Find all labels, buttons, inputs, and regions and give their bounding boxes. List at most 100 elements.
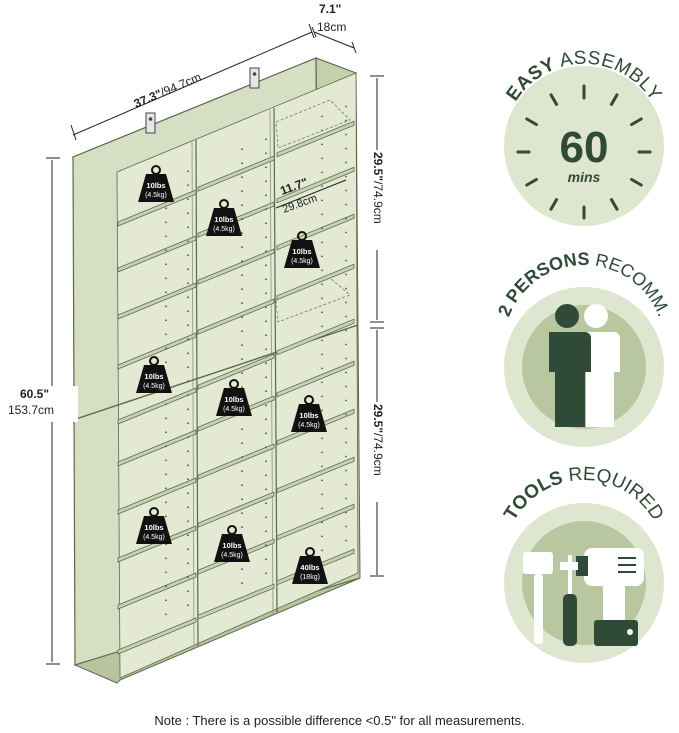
weight-icon: 10lbs(4.5kg): [214, 525, 250, 562]
depth-dimension: 7.1" 18cm: [311, 2, 357, 54]
weight-kg: (4.5kg): [145, 192, 167, 199]
shelf-board: [276, 318, 355, 356]
shelf-board: [276, 503, 355, 541]
clock-tick: [525, 178, 538, 187]
divider-right: [273, 107, 278, 613]
peg-hole: [265, 264, 267, 267]
clock-tick: [549, 93, 558, 106]
weight-body: [138, 174, 174, 202]
peg-hole: [321, 549, 323, 552]
peg-hole: [265, 376, 267, 379]
weight-kg: (4.5kg): [213, 226, 235, 233]
peg-hole: [321, 171, 323, 174]
weight-icon: 40lbs(18kg): [292, 547, 328, 584]
shelf-board: [197, 298, 275, 335]
clock-tick: [549, 198, 558, 211]
peg-hole: [265, 558, 267, 561]
peg-hole: [165, 263, 167, 266]
peg-hole: [187, 338, 189, 341]
weight-icon: 10lbs(4.5kg): [138, 165, 174, 202]
peg-hole: [165, 249, 167, 252]
peg-hole: [345, 483, 347, 486]
peg-hole: [187, 394, 189, 397]
peg-hole: [165, 221, 167, 224]
peg-hole: [241, 148, 243, 151]
peg-hole: [345, 343, 347, 346]
peg-hole: [321, 311, 323, 314]
shelves: [117, 120, 355, 655]
peg-hole: [321, 493, 323, 496]
peg-hole: [345, 259, 347, 262]
peg-hole: [265, 418, 267, 421]
peg-hole: [165, 487, 167, 490]
shelf-board: [276, 166, 355, 204]
tools-badge: TOOLS REQUIRED: [500, 464, 668, 663]
weight-kg: (18kg): [300, 574, 320, 581]
peg-hole: [165, 333, 167, 336]
peg-hole: [265, 250, 267, 253]
peg-hole: [345, 217, 347, 220]
shelf-board: [117, 477, 197, 515]
weight-body: [214, 534, 250, 562]
divider-left: [195, 139, 199, 647]
peg-hole: [265, 306, 267, 309]
peg-hole: [265, 488, 267, 491]
peg-hole: [321, 325, 323, 328]
peg-hole: [165, 361, 167, 364]
lower-section-label: 29.5"/74.9cm: [371, 404, 385, 476]
peg-hole: [345, 203, 347, 206]
shelf-board: [197, 491, 275, 528]
peg-hole: [187, 562, 189, 565]
weight-body: [206, 208, 242, 236]
peg-hole: [345, 441, 347, 444]
shelf-board: [117, 617, 197, 655]
peg-hole: [187, 296, 189, 299]
weight-icon: 10lbs(4.5kg): [136, 356, 172, 393]
weight-body: [292, 556, 328, 584]
peg-hole: [321, 157, 323, 160]
peg-hole: [321, 297, 323, 300]
clock-tick: [610, 93, 619, 106]
peg-hole: [187, 590, 189, 593]
peg-hole: [165, 473, 167, 476]
peg-hole: [321, 437, 323, 440]
weight-lbs: 10lbs: [214, 215, 233, 224]
peg-hole: [265, 390, 267, 393]
easy-assembly-badge: EASY ASSEMBLY 60 mins: [502, 48, 665, 226]
peg-hole: [165, 599, 167, 602]
peg-hole: [241, 442, 243, 445]
peg-hole: [265, 278, 267, 281]
peg-hole: [187, 170, 189, 173]
peg-hole: [321, 479, 323, 482]
peg-hole: [265, 432, 267, 435]
divider-right-front: [269, 109, 274, 615]
shelf-board: [117, 332, 197, 370]
peg-hole: [241, 190, 243, 193]
peg-hole: [241, 176, 243, 179]
peg-hole: [265, 530, 267, 533]
peg-hole: [165, 459, 167, 462]
peg-hole: [265, 404, 267, 407]
peg-hole: [345, 399, 347, 402]
peg-hole: [321, 241, 323, 244]
assembly-minutes: 60: [560, 123, 609, 172]
peg-hole: [345, 413, 347, 416]
peg-hole: [187, 198, 189, 201]
peg-hole: [241, 526, 243, 529]
peg-hole: [187, 254, 189, 257]
peg-hole: [187, 324, 189, 327]
peg-hole: [165, 347, 167, 350]
peg-hole: [265, 460, 267, 463]
peg-hole: [345, 133, 347, 136]
peg-hole: [345, 147, 347, 150]
peg-hole: [265, 572, 267, 575]
shelf-board: [117, 429, 197, 467]
peg-hole: [165, 417, 167, 420]
peg-hole: [241, 498, 243, 501]
peg-hole: [241, 330, 243, 333]
clock-tick: [630, 178, 643, 187]
peg-hole: [187, 226, 189, 229]
two-persons-icon: [549, 304, 620, 427]
peg-hole: [241, 582, 243, 585]
peg-hole: [265, 334, 267, 337]
